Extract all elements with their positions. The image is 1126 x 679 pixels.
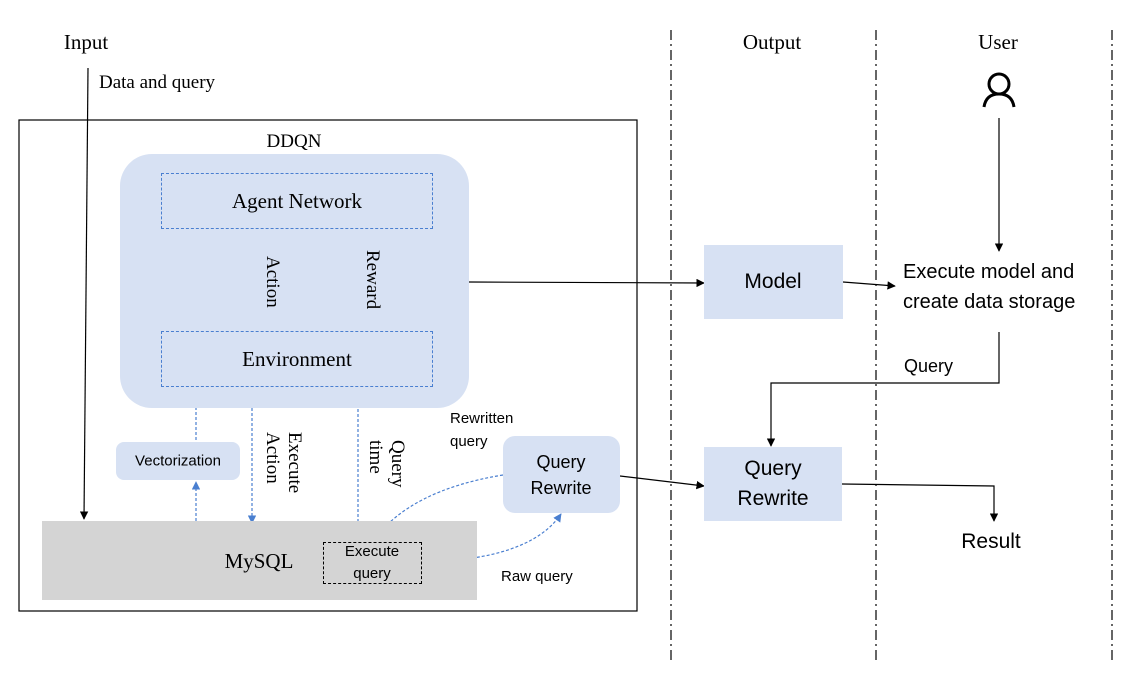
action-label: Action xyxy=(261,256,283,308)
input-label: Input xyxy=(63,29,109,54)
query-time-label: Query time xyxy=(365,440,408,488)
rewrite-to-output-arrow xyxy=(619,475,705,490)
result-arrow xyxy=(841,483,999,522)
input-arrow xyxy=(79,67,89,520)
environment-label: Environment xyxy=(242,346,352,371)
rewritten-query-arrow xyxy=(372,474,504,542)
mysql-label: MySQL xyxy=(224,548,294,573)
output-header: Output xyxy=(742,29,802,54)
execute-model-label: Execute model and create data storage xyxy=(903,261,1076,313)
environment-box xyxy=(161,331,433,387)
execute-query-label: Execute query xyxy=(344,543,400,582)
inner-query-rewrite-label: Query Rewrite xyxy=(530,452,592,498)
ddqn-to-model-arrow xyxy=(468,278,705,288)
reward-label: Reward xyxy=(361,250,383,310)
output-query-rewrite-label: Query Rewrite xyxy=(737,457,809,510)
result-label: Result xyxy=(961,529,1021,553)
model-label: Model xyxy=(744,269,802,293)
raw-query-label: Raw query xyxy=(501,568,573,585)
execute-action-label: Execute Action xyxy=(262,432,305,494)
agent-network-label: Agent Network xyxy=(231,188,363,213)
user-header: User xyxy=(978,29,1018,54)
ddqn-title: DDQN xyxy=(266,131,322,153)
query-label: Query xyxy=(904,356,954,376)
query-arrow xyxy=(766,332,1000,447)
user-icon xyxy=(982,72,1016,108)
vectorization-box xyxy=(116,442,240,480)
vectorization-label: Vectorization xyxy=(135,452,221,470)
mysql-box xyxy=(42,521,477,600)
model-box xyxy=(704,245,843,319)
model-to-execute-arrow xyxy=(842,281,896,290)
ddqn-frame xyxy=(18,119,638,612)
output-query-rewrite-box xyxy=(704,447,842,521)
inner-query-rewrite-box xyxy=(503,436,620,513)
execute-query-box xyxy=(323,542,422,584)
agent-network-box xyxy=(161,173,433,229)
rewritten-query-label: Rewritten query xyxy=(450,410,514,450)
data-and-query-label: Data and query xyxy=(99,72,216,93)
ddqn-panel xyxy=(120,154,469,408)
